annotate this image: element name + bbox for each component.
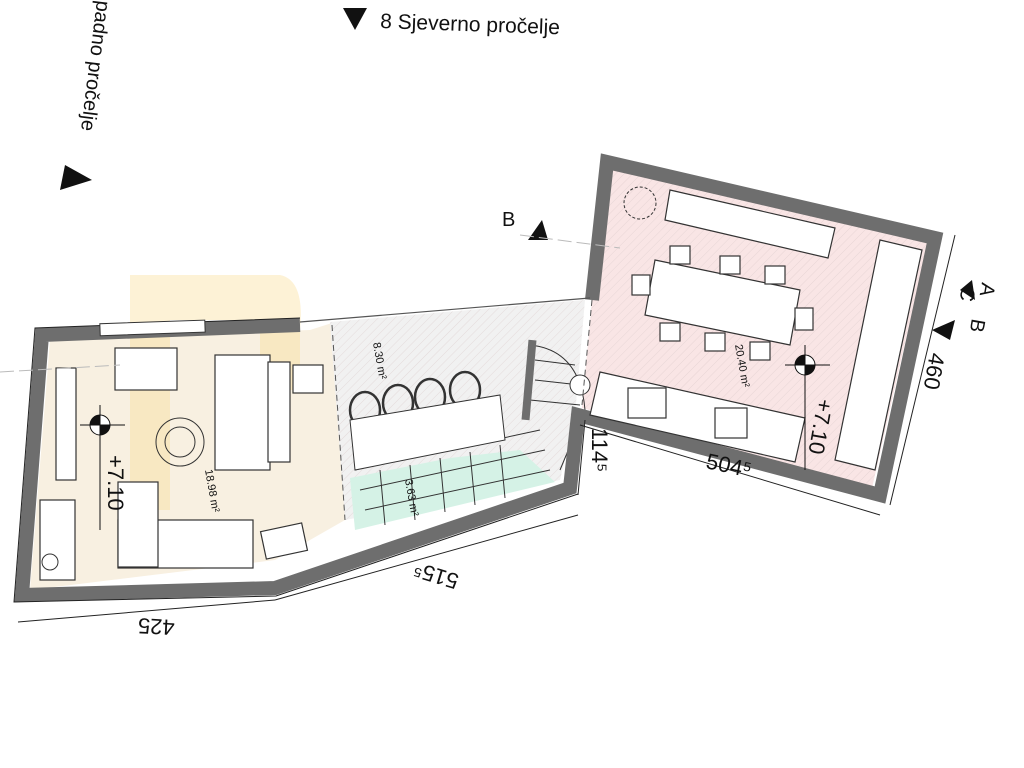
window — [99, 319, 206, 337]
section-b-label: B — [502, 209, 515, 231]
dimension-425: 425 — [137, 613, 175, 640]
counter — [349, 394, 506, 471]
level-marker-left — [80, 405, 125, 530]
room-divider — [581, 299, 593, 406]
west-elevation-label: padno pročelje — [76, 0, 114, 132]
section-arrow-b-top — [528, 220, 548, 240]
dimension-460: 460 — [919, 351, 950, 392]
dimension-515: 515⁵ — [410, 557, 461, 594]
section-a-label: A — [975, 281, 999, 299]
north-elevation-label: 8 Sjeverno pročelje — [380, 10, 560, 39]
section-b-right-label: B — [965, 317, 989, 334]
section-c-label: C — [955, 285, 979, 303]
section-arrow-west — [60, 165, 92, 190]
dimension-114: 114⁵ — [587, 428, 612, 472]
walls — [14, 153, 944, 603]
dimension-lines — [17, 234, 956, 623]
section-arrow-b-right — [932, 320, 955, 340]
section-line — [0, 364, 121, 373]
section-arrow-north — [343, 8, 367, 30]
stair-wall — [521, 339, 537, 421]
kitchen-furniture — [589, 186, 923, 471]
stairs-floor — [350, 450, 555, 530]
living-level-label: +7.10 — [103, 455, 128, 511]
hall-top-line — [299, 297, 591, 323]
living-furniture — [39, 347, 324, 581]
level-marker-right — [785, 345, 830, 470]
section-arrow-a — [960, 280, 975, 300]
section-line — [519, 234, 621, 249]
room-divider — [331, 324, 346, 521]
